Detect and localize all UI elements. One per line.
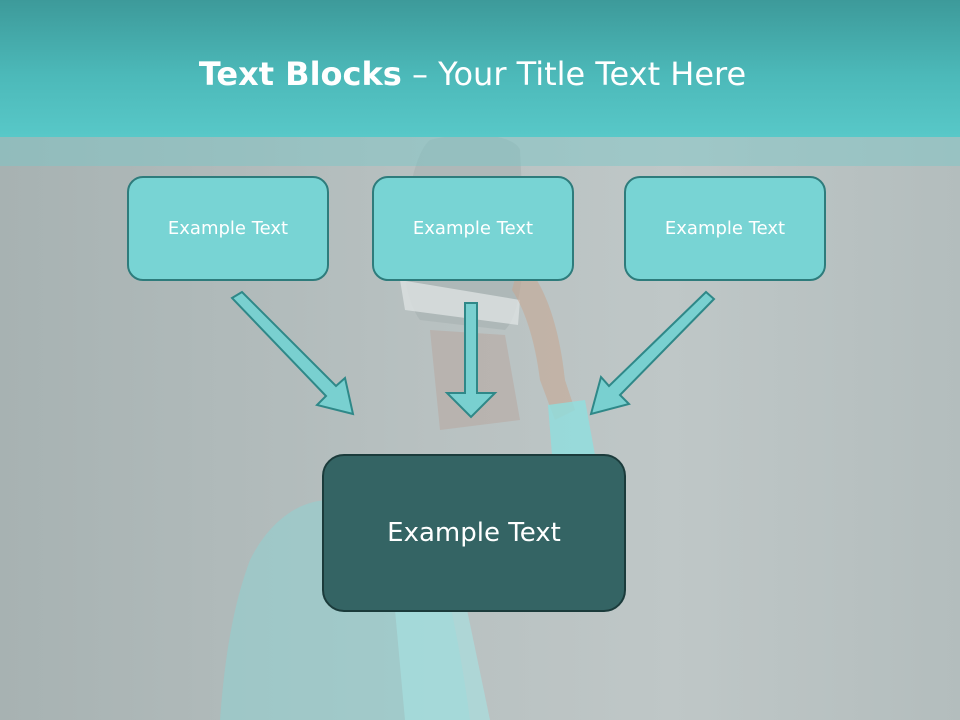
title-rest: Your Title Text Here <box>438 55 747 93</box>
arrow-left-icon <box>230 290 355 416</box>
main-text-block-label: Example Text <box>387 518 561 548</box>
text-block-2-label: Example Text <box>412 218 534 239</box>
text-block-3-label: Example Text <box>664 218 786 239</box>
title-dash: – <box>401 55 439 93</box>
text-block-3[interactable]: Example Text <box>624 176 826 281</box>
text-block-1-label: Example Text <box>167 218 289 239</box>
main-text-block[interactable]: Example Text <box>322 454 626 612</box>
dancer-arm <box>512 260 575 420</box>
text-block-2[interactable]: Example Text <box>372 176 574 281</box>
title-bar <box>0 0 960 137</box>
dancer-glove <box>548 400 595 455</box>
arrow-center-icon <box>444 302 498 419</box>
dancer-top <box>400 280 520 325</box>
dancer-pants-right <box>395 600 490 720</box>
slide-title: Text Blocks – Your Title Text Here <box>0 52 945 96</box>
title-strip <box>0 137 960 166</box>
arrow-right-icon <box>589 290 716 416</box>
text-block-1[interactable]: Example Text <box>127 176 329 281</box>
title-bold-part: Text Blocks <box>198 55 402 93</box>
